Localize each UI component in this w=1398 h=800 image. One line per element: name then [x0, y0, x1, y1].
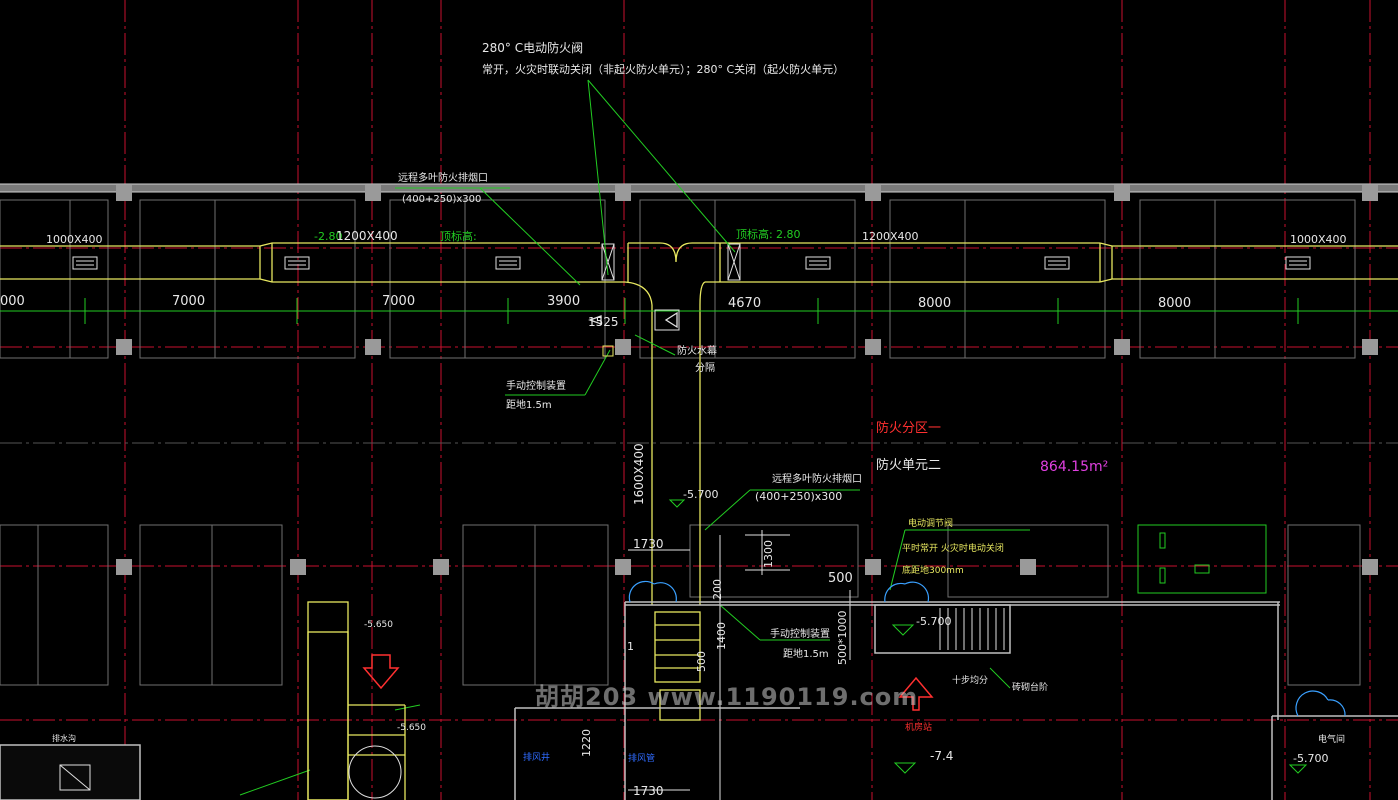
dimension-line [0, 298, 1398, 324]
fire-damper-icon [601, 243, 741, 281]
dim-1300: 1300 [762, 540, 775, 568]
riser-duct [651, 560, 701, 721]
duct-size-right: 1000X400 [1290, 233, 1347, 246]
elec-valve-3: 底距地300mm [902, 564, 964, 576]
fire-unit: 防火单元二 [876, 457, 941, 473]
blue-label-2: 排风管 [628, 752, 655, 764]
damper-desc: 常开，火灾时联动关闭（非起火防火单元）；280° C关闭（起火防火单元） [482, 62, 844, 76]
dim-6: 8000 [1158, 296, 1191, 311]
manual-control-box [602, 345, 614, 357]
level-markers [668, 499, 1308, 774]
left-shaft-detail [59, 745, 402, 799]
annotations: 280° C电动防火阀 常开，火灾时联动关闭（非起火防火单元）；280° C关闭… [0, 40, 1347, 798]
dim-500a: 500 [828, 571, 853, 586]
dim-500x1000: 500*1000 [836, 611, 849, 666]
side-level: -5.700 [916, 615, 951, 628]
duct-size-1: 1200X400 [336, 229, 398, 243]
elec-level: -5.700 [1293, 752, 1328, 765]
dim-1220: 1220 [580, 729, 593, 757]
dim-200: 200 [711, 579, 724, 600]
left-level-1: -5.650 [364, 620, 393, 630]
dim-1730b: 1730 [633, 784, 664, 798]
exhaust-mid-name: 远程多叶防火排烟口 [772, 472, 862, 485]
elec-valve-1: 电动调节阀 [908, 517, 953, 529]
dim-4: 4670 [728, 296, 761, 311]
stair-note: 十步均分 [952, 674, 988, 686]
dim-1525: 1525 [588, 315, 619, 329]
fire-zone: 防火分区一 [876, 420, 941, 436]
top-wall [0, 183, 1398, 193]
elec-valve-2: 平时常开 火灾时电动关闭 [902, 542, 1004, 554]
elec-room: 电气间 [1318, 733, 1345, 745]
duct-size-2: 1200X400 [862, 230, 919, 243]
dim-3: 3900 [547, 294, 580, 309]
left-shaft [307, 601, 406, 800]
exhaust-mid-size: (400+250)x300 [755, 490, 842, 503]
damper-title: 280° C电动防火阀 [482, 40, 583, 55]
small-left-label: 排水沟 [52, 733, 76, 743]
exhaust-top-size: (400+250)x300 [402, 194, 481, 205]
airflow-arrows [362, 309, 934, 711]
blue-label-1: 排风井 [523, 751, 550, 763]
manual-2-height: 距地1.5m [783, 647, 829, 660]
dim-500b: 500 [695, 651, 708, 672]
dim-2: 7000 [382, 294, 415, 309]
watermark: 胡胡203 www.1190119.com [535, 683, 919, 711]
dim-0: 000 [0, 294, 25, 309]
duct-top-right-value: 2.80 [776, 228, 801, 241]
stairs [939, 608, 1005, 650]
duct-top-left-label: 顶标高: [440, 229, 477, 243]
lower-walls [0, 601, 1398, 800]
exhaust-top-name: 远程多叶防火排烟口 [398, 171, 488, 184]
exhaust-grilles [72, 256, 1311, 270]
left-level-2: -5.650 [397, 723, 426, 733]
manual-1-height: 距地1.5m [506, 398, 552, 411]
dim-1: 7000 [172, 294, 205, 309]
dim-1730a: 1730 [633, 537, 664, 551]
manual-2-name: 手动控制装置 [770, 627, 830, 640]
water-curtain-2: 分隔 [695, 362, 715, 374]
dim-5: 8000 [918, 296, 951, 311]
stair-label: 砖砌台阶 [1012, 681, 1048, 693]
mid-level: -5.700 [683, 488, 718, 501]
structural-columns [116, 185, 1378, 575]
manual-1-name: 手动控制装置 [506, 379, 566, 392]
vertical-duct-size: 1600X400 [632, 443, 646, 505]
leader-lines [239, 79, 1030, 796]
red-small: 机房站 [905, 721, 932, 733]
floor-level: -7.4 [930, 749, 953, 763]
main-duct [0, 242, 1398, 560]
dim-1: 1 [627, 640, 634, 653]
water-curtain-1: 防火水幕 [677, 344, 717, 357]
vertical-dimensions [628, 530, 851, 800]
door-swings [628, 580, 1346, 717]
equipment-box [1137, 524, 1267, 594]
duct-top-left-value: -2.80 [314, 230, 342, 243]
duct-size-left: 1000X400 [46, 233, 103, 246]
area: 864.15m² [1040, 459, 1108, 475]
dim-1400: 1400 [715, 622, 728, 650]
duct-top-right-label: 顶标高: [736, 227, 773, 241]
